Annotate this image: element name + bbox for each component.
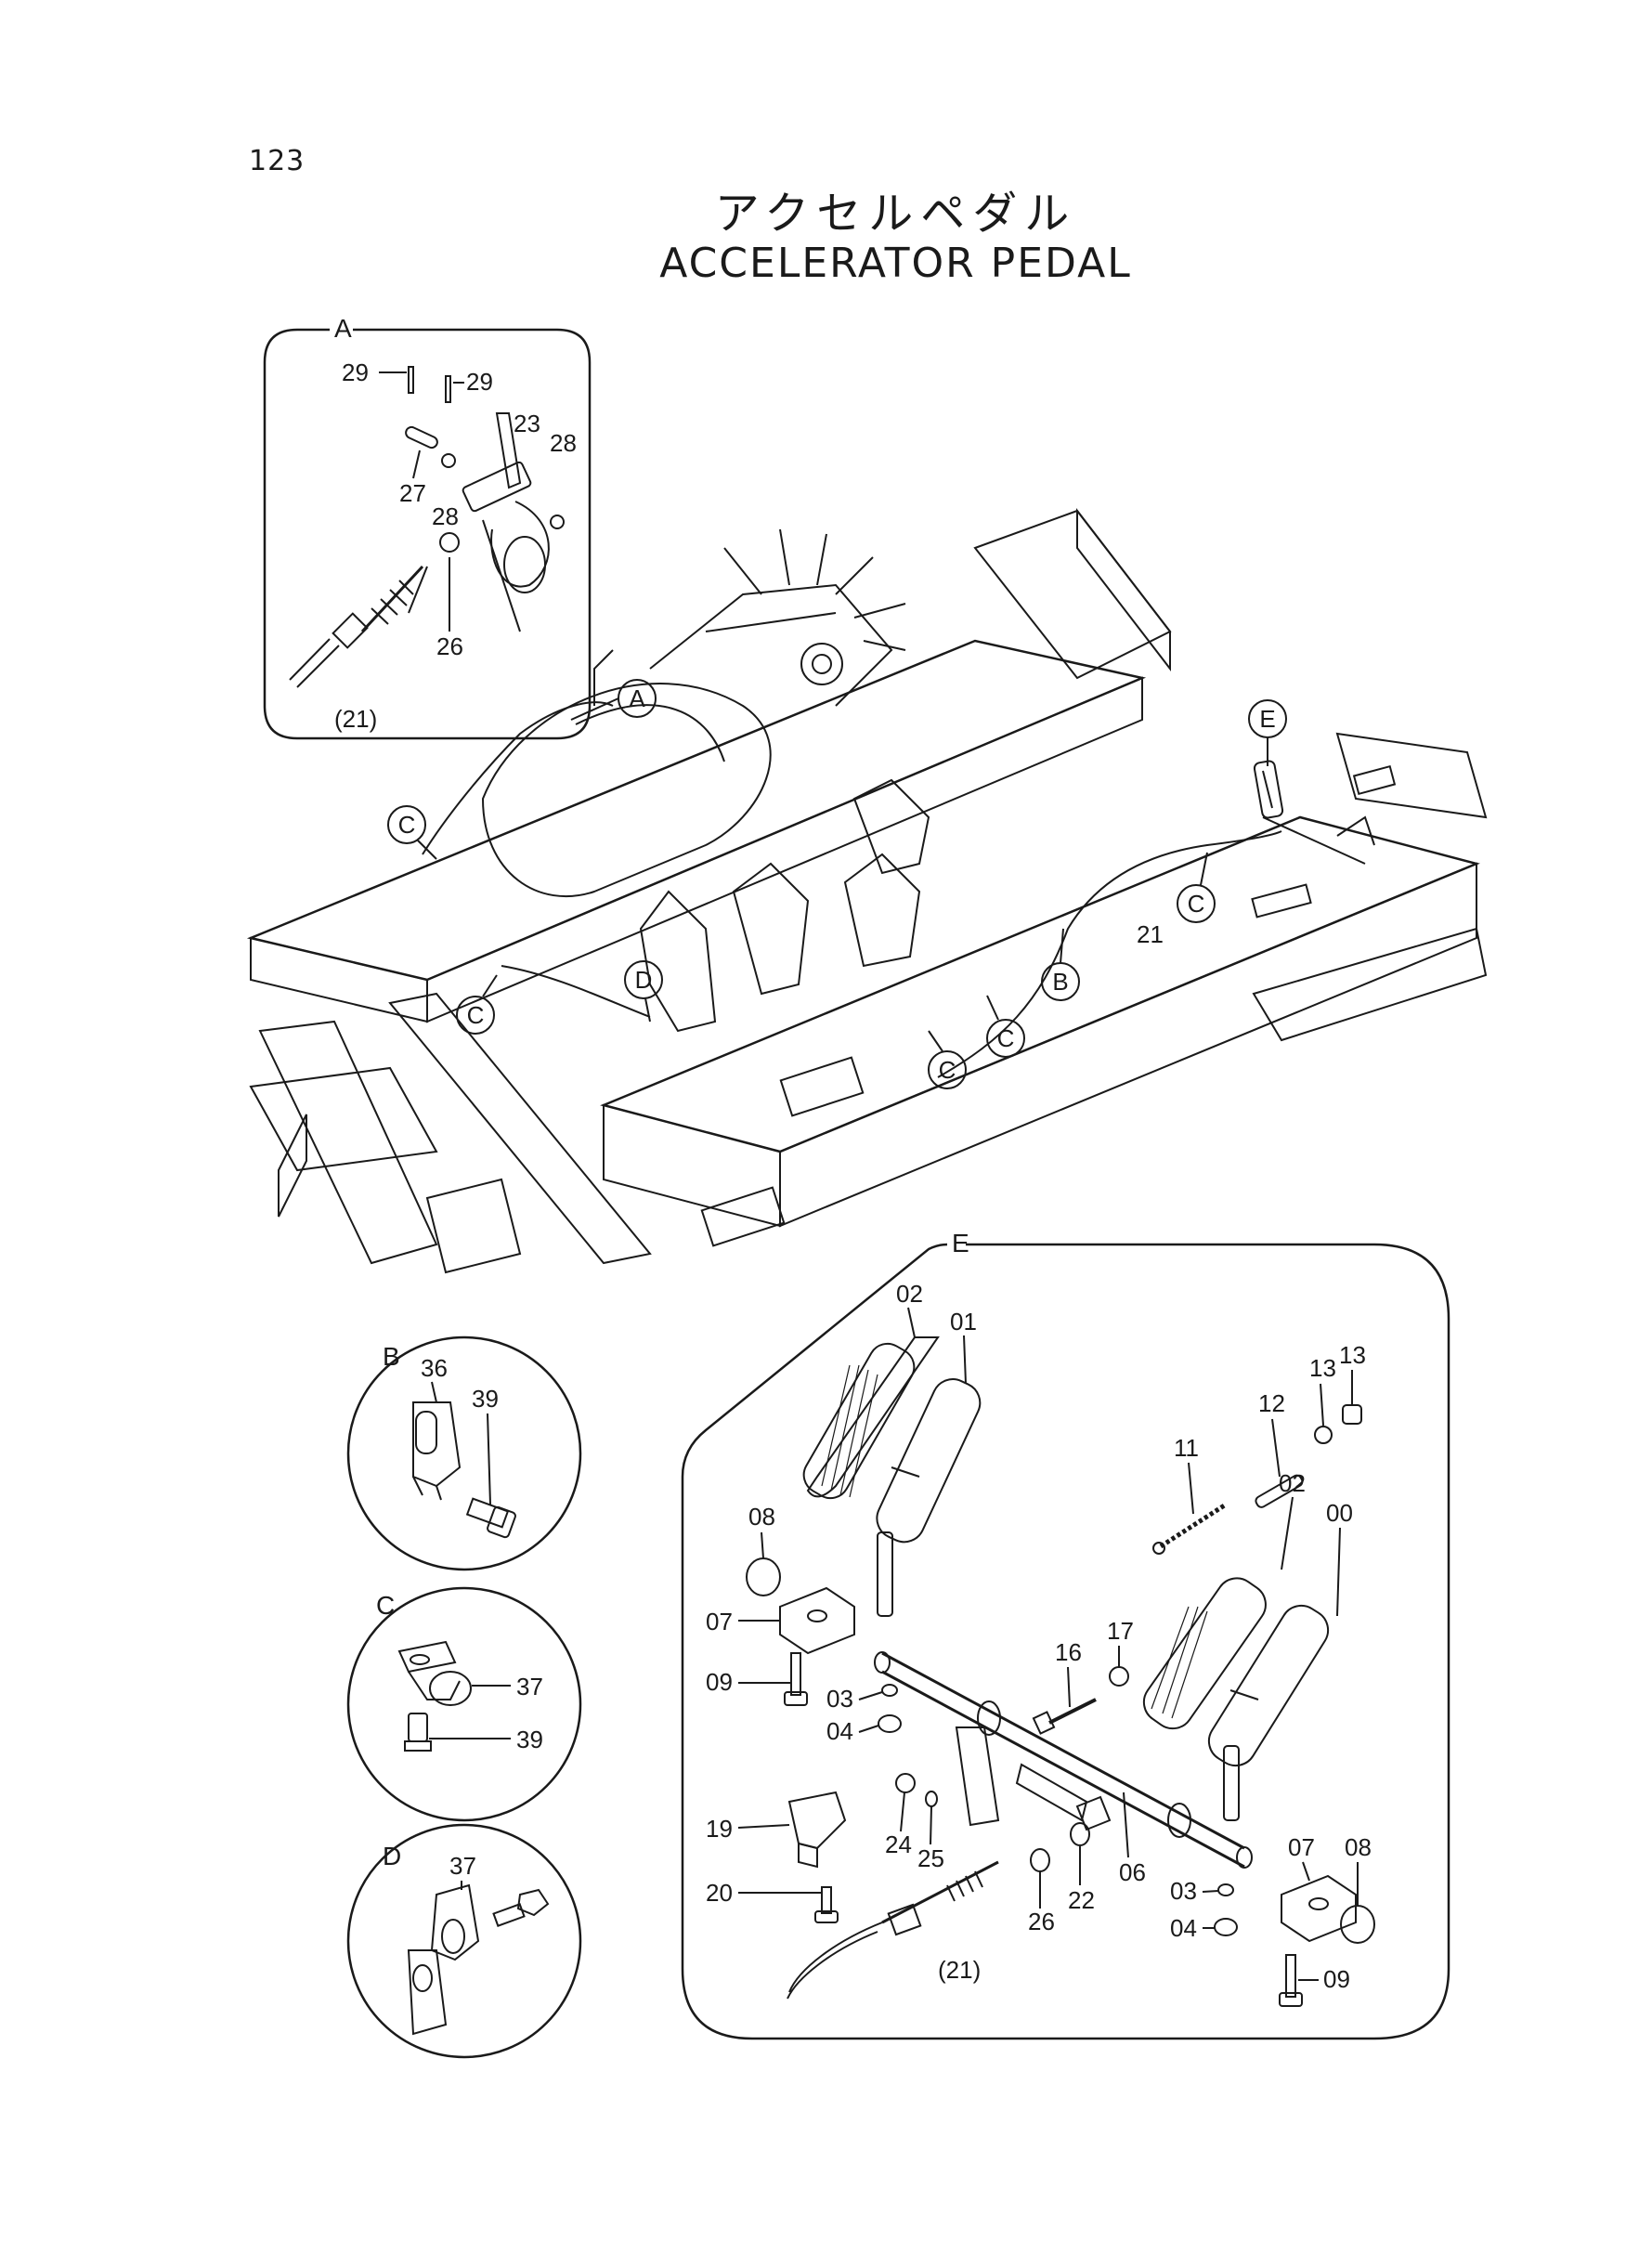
inset-C-part-39: 39 [516,1726,543,1753]
inset-D-label: D [383,1842,401,1870]
title-japanese: アクセルペダル [714,188,1077,240]
inset-E-part-21: (21) [938,1956,981,1984]
inset-E-part-25: 25 [917,1844,944,1872]
callout-E: E [1259,705,1275,733]
inset-E-part-04b: 04 [1170,1914,1197,1942]
inset-D-part-37: 37 [449,1852,476,1880]
callout-C-4: C [997,1024,1015,1052]
inset-E-part-07b: 07 [1288,1833,1315,1861]
page-number: 123 [249,145,306,177]
inset-E-part-13b: 13 [1339,1341,1366,1369]
callout-D: D [635,966,653,994]
callout-C-2: C [467,1001,485,1029]
inset-E-part-20: 20 [706,1879,733,1907]
inset-B-part-36: 36 [421,1354,448,1382]
inset-E-part-24: 24 [885,1831,912,1858]
inset-E-part-02a: 02 [896,1280,923,1308]
inset-E-part-11: 11 [1174,1434,1199,1462]
callout-C-3: C [1188,890,1205,918]
inset-E-part-04a: 04 [826,1717,853,1745]
inset-A-part-23: 23 [514,410,540,437]
inset-E-label: E [952,1229,969,1257]
inset-E-part-01: 01 [950,1308,977,1335]
inset-E-part-02b: 02 [1279,1469,1306,1497]
inset-E-part-26: 26 [1028,1908,1055,1935]
inset-A-part-28b: 28 [432,502,459,530]
inset-E-part-03b: 03 [1170,1877,1197,1905]
inset-A-part-26: 26 [436,632,463,660]
inset-A-part-27: 27 [399,479,426,507]
callout-B: B [1052,968,1068,996]
callout-C-1: C [398,811,416,839]
inset-E-part-13a: 13 [1309,1354,1336,1382]
inset-E: E [681,1229,1450,2040]
inset-A-part-29a: 29 [342,358,369,386]
inset-C: C 37 39 [346,1586,582,1822]
inset-C-part-37: 37 [516,1673,543,1700]
title-english: ACCELERATOR PEDAL [659,240,1132,287]
callout-A: A [629,684,645,712]
inset-A-part-29b: 29 [466,368,493,396]
main-callouts: A C C D E C 21 B C C [387,679,1287,1089]
inset-E-part-09a: 09 [706,1668,733,1696]
inset-A-part-21: (21) [334,705,377,733]
inset-E-part-06: 06 [1119,1858,1146,1886]
inset-E-part-17: 17 [1107,1617,1134,1645]
callout-21: 21 [1137,920,1164,948]
inset-B-part-39: 39 [472,1385,499,1413]
inset-E-part-09b: 09 [1323,1965,1350,1993]
inset-E-part-22: 22 [1068,1886,1095,1914]
inset-E-part-19: 19 [706,1815,733,1843]
inset-E-part-03a: 03 [826,1685,853,1713]
inset-A-part-28a: 28 [550,429,577,457]
inset-D: D 37 [346,1823,582,2059]
inset-A-label: A [334,314,352,343]
inset-B-label: B [383,1342,400,1371]
inset-E-part-16: 16 [1055,1638,1082,1666]
inset-C-label: C [376,1591,395,1620]
inset-B: B 36 39 [346,1335,582,1571]
inset-E-part-00: 00 [1326,1499,1353,1527]
main-frame-drawing [246,508,1488,1274]
inset-A: A 29 29 23 28 27 28 26 (21) [263,314,592,740]
inset-E-part-12: 12 [1258,1389,1285,1417]
inset-E-part-07a: 07 [706,1608,733,1635]
inset-E-part-08b: 08 [1345,1833,1372,1861]
callout-C-5: C [939,1056,956,1084]
inset-E-part-08a: 08 [748,1503,775,1531]
